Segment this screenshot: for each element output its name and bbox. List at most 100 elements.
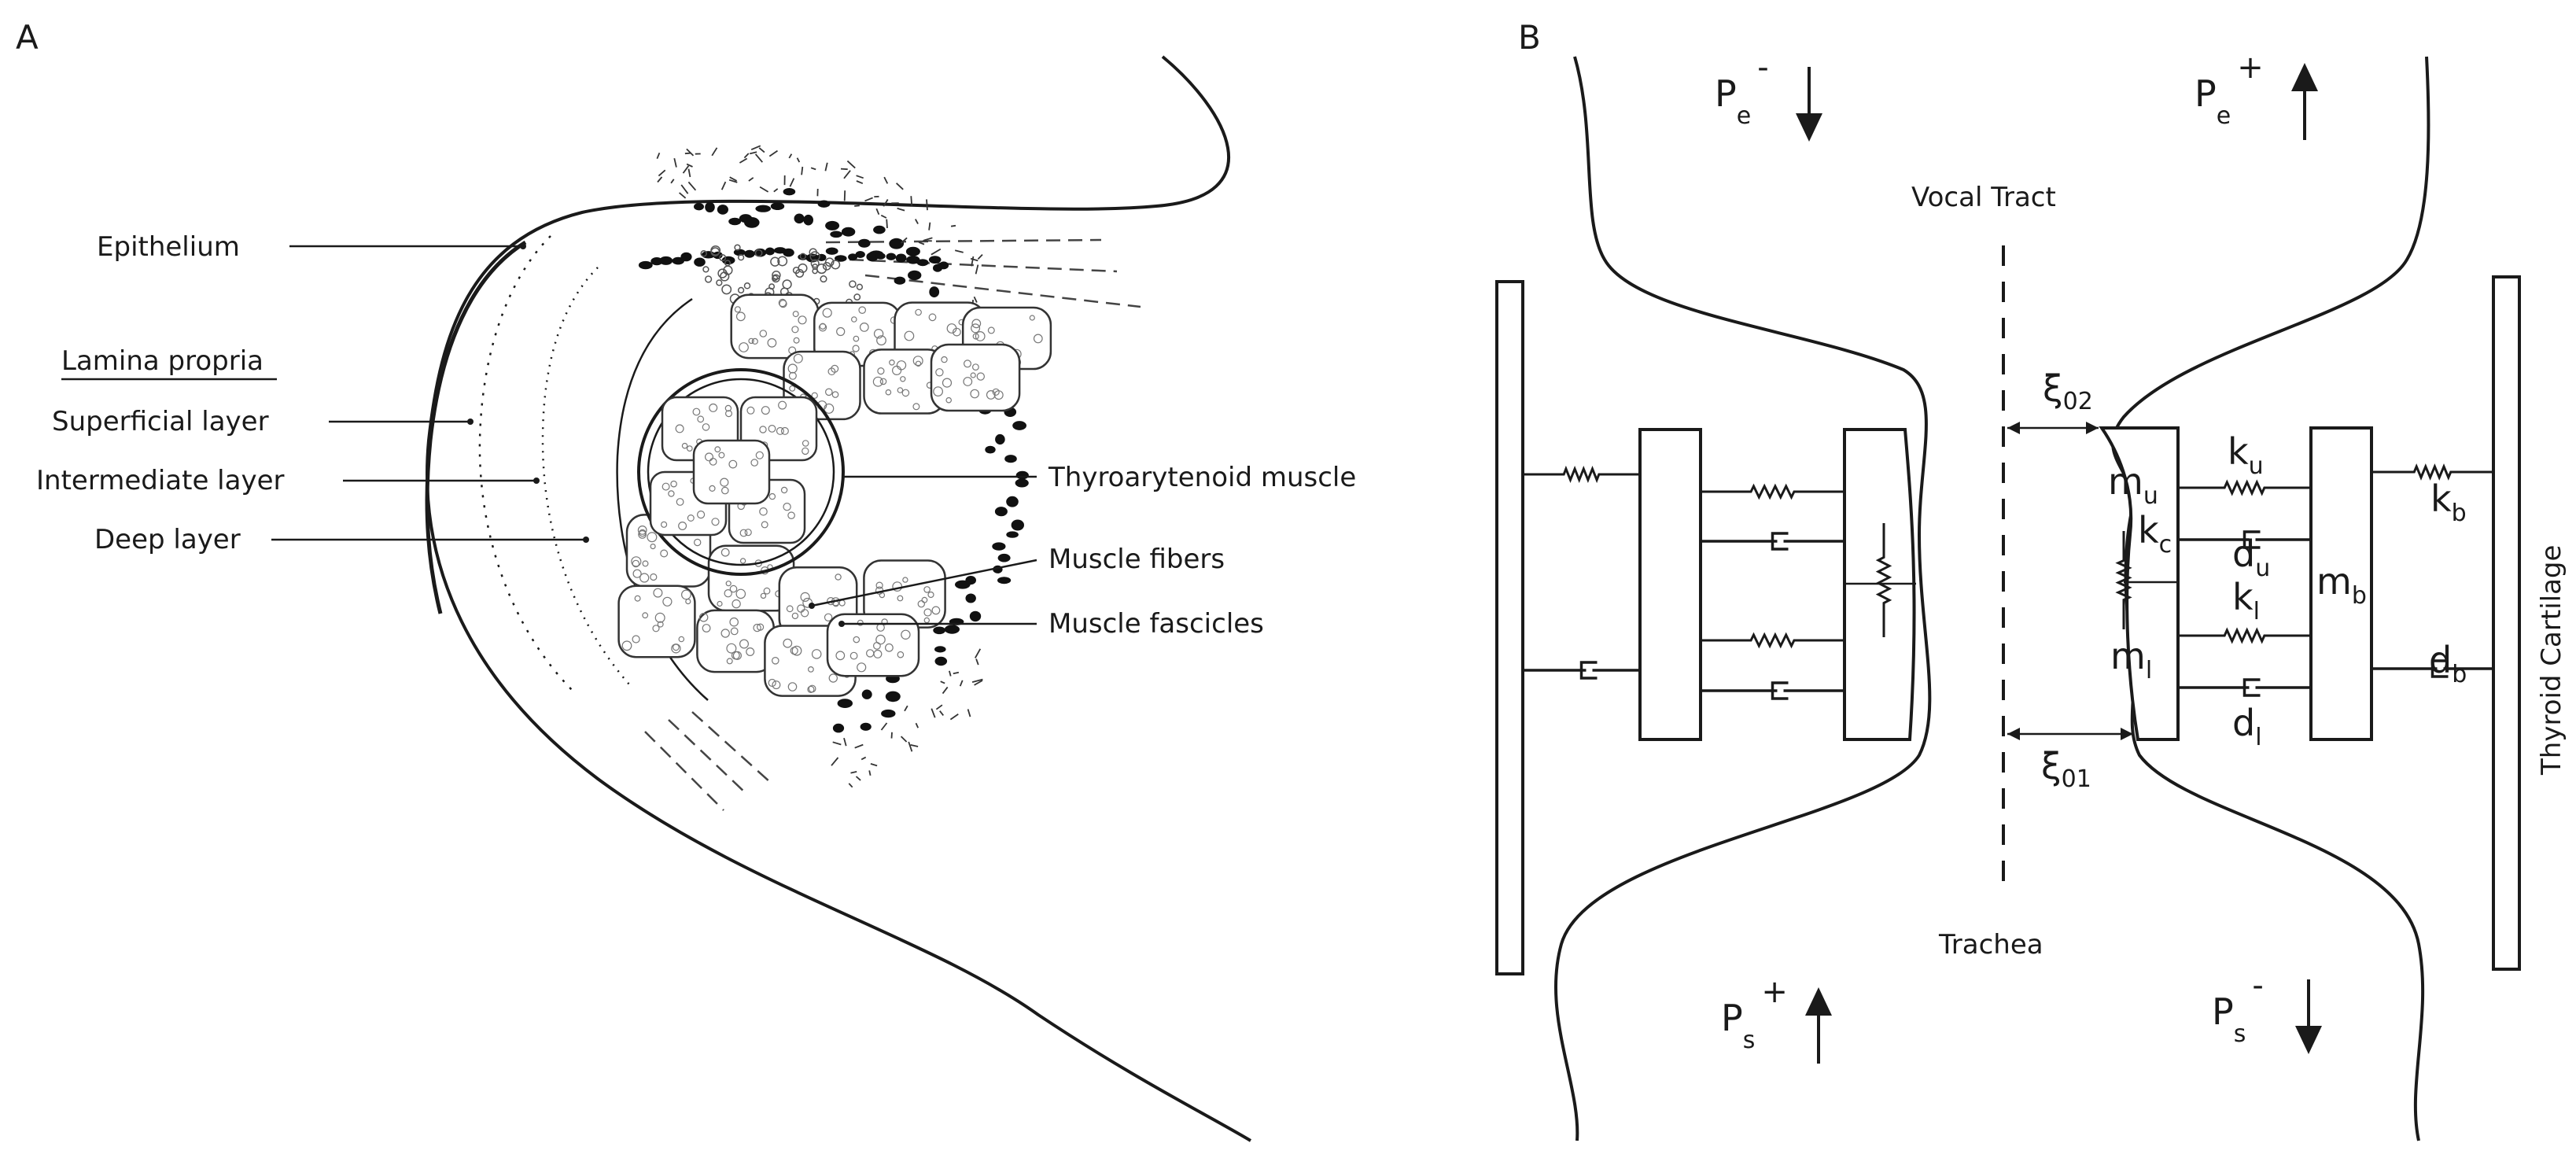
cell-dot [929, 286, 939, 297]
arrow-ps-minus-down [2295, 979, 2322, 1054]
spring-ku [2178, 482, 2311, 493]
left-body-mass [1640, 430, 1701, 739]
cell-dot [945, 625, 960, 633]
cell-dot [856, 251, 865, 258]
fiber-stroke [854, 205, 860, 206]
symbol-pe-minus: Pe- [1715, 50, 1769, 130]
cell-dot [1006, 531, 1019, 537]
leader-dot-muscle-fascicles [838, 621, 845, 627]
fiber-stroke [680, 193, 686, 198]
leader-dot-superficial-layer [467, 419, 474, 425]
cell-dot [894, 277, 906, 285]
cell-dot [929, 256, 942, 264]
fiber-stroke [712, 148, 717, 156]
symbol-ps-minus: Ps- [2212, 968, 2264, 1048]
thyroid-cartilage-left [1497, 282, 1523, 974]
fiber-stroke [831, 758, 838, 765]
cell-dot [908, 271, 921, 280]
fiber-stroke [841, 169, 848, 170]
cell-dot [755, 205, 771, 212]
fiber-stroke [687, 149, 694, 156]
superficial-layer-region [480, 236, 574, 692]
cell-dot [935, 657, 948, 666]
cell-dot [995, 507, 1008, 516]
fiber-stroke [855, 745, 864, 748]
cell-dot [838, 699, 853, 708]
fiber-stroke [851, 772, 857, 773]
cell-dot [1015, 479, 1029, 488]
fiber-stroke [750, 152, 757, 153]
fiber-stroke [847, 161, 855, 168]
spring-kb [2371, 466, 2493, 478]
fiber-stroke [857, 181, 863, 183]
cell-dot [1006, 496, 1019, 507]
fascicle [732, 295, 819, 358]
fiber-stroke [865, 197, 873, 201]
cell-circle [857, 284, 863, 289]
cell-dot [825, 221, 839, 230]
cell-dot [955, 581, 971, 589]
fiber-stroke [739, 159, 746, 164]
fiber-stroke [949, 671, 951, 677]
fiber-stroke [911, 196, 912, 206]
cell-circle [849, 281, 856, 287]
symbol-ps-plus: Ps+ [1721, 974, 1788, 1054]
damper-dl [2178, 680, 2311, 695]
cell-dot [858, 239, 871, 248]
label-thyroarytenoid-muscle: Thyroarytenoid muscle [1048, 462, 1356, 493]
fiber-stroke [929, 223, 930, 230]
fiber-stroke [689, 169, 691, 177]
fiber-stroke [931, 249, 941, 255]
label-deep-layer: Deep layer [94, 524, 241, 555]
fiber-stroke [919, 242, 924, 245]
cell-dot [1012, 421, 1026, 430]
cell-dot [862, 690, 872, 699]
cell-dot [861, 723, 872, 731]
fiber-stroke [849, 784, 852, 787]
cell-dot [886, 691, 901, 703]
cell-dot [934, 646, 946, 652]
fiber-stroke [881, 216, 886, 218]
label-lamina-propria: Lamina propria [61, 345, 263, 377]
fiber-stroke [923, 238, 932, 240]
cell-dot [830, 231, 842, 238]
cell-dot [966, 594, 976, 603]
fiber-stroke [857, 175, 864, 178]
symbol-xi01: ξ01 [2041, 745, 2091, 793]
fiber-stroke [674, 158, 676, 167]
cell-dot [826, 248, 838, 255]
arrow-pe-minus-down [1796, 67, 1822, 142]
cell-dot [803, 215, 813, 226]
fiber-stroke [671, 179, 674, 183]
fiber-stroke [844, 738, 846, 746]
cell-dot [939, 261, 949, 269]
cell-dot [998, 554, 1011, 562]
fiber-stroke [657, 153, 659, 158]
inner-fascicle [694, 441, 769, 503]
cell-dot [639, 261, 653, 269]
fiber-stroke [897, 183, 904, 190]
fiber-stroke [960, 680, 963, 686]
leader-dot-deep-layer [583, 537, 589, 543]
cell-dot [985, 446, 995, 454]
label-trachea: Trachea [1938, 929, 2043, 961]
panel-a-letter: A [16, 18, 39, 57]
fiber-stroke [857, 776, 861, 780]
cell-circle [706, 276, 712, 282]
label-thyroid-cartilage: Thyroid Cartilage [2536, 545, 2567, 776]
fiber-stroke [825, 163, 827, 171]
cell-dot [783, 188, 796, 195]
symbol-kb: kb [2430, 478, 2467, 527]
fiber-stroke [658, 177, 662, 183]
symbol-kl: kl [2232, 576, 2260, 625]
leader-dot-epithelium [520, 243, 526, 249]
symbol-xi02: ξ02 [2043, 367, 2093, 415]
fiber-stroke [936, 705, 942, 710]
cell-dot [728, 218, 741, 225]
fiber-stroke [789, 154, 791, 158]
cell-dot [659, 256, 673, 265]
cell-dot [889, 238, 904, 249]
cell-circle [717, 280, 722, 286]
label-muscle-fascicles: Muscle fascicles [1048, 608, 1264, 640]
